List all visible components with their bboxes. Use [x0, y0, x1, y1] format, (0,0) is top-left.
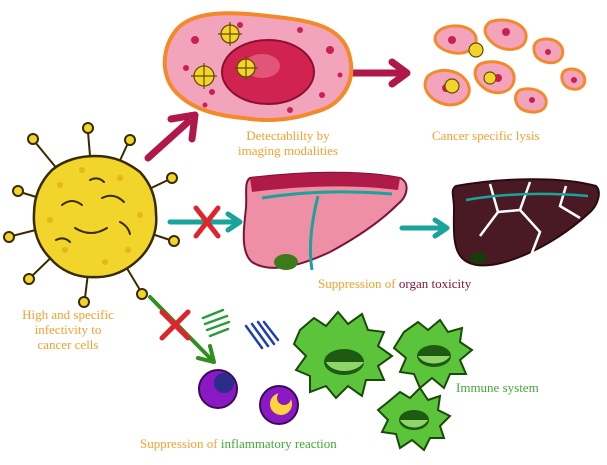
organ-toxicity-suffix: organ toxicity — [398, 276, 472, 291]
imaging-label-line2: imaging modalities — [237, 143, 338, 158]
arrow-to-imaging — [144, 111, 199, 162]
granule-cell-yellow-icon — [259, 385, 299, 425]
cytokine-icon — [201, 308, 280, 350]
lysed-cells-icon — [423, 18, 587, 114]
granule-cell-purple-icon — [198, 369, 238, 409]
organ-toxicity-prefix: Suppression of — [318, 276, 399, 291]
arrow-to-lysis — [341, 58, 411, 88]
immune-cell-icon-2 — [392, 318, 474, 390]
inflammatory-label: Suppression of inflammatory reaction — [140, 436, 337, 451]
organ-toxicity-label: Suppression of organ toxicity — [318, 276, 471, 291]
cross-liver-icon — [193, 205, 221, 239]
virus-icon — [3, 122, 180, 308]
damaged-liver-icon — [451, 178, 600, 267]
immune-cell-icon-3 — [376, 386, 452, 452]
inflammatory-prefix: Suppression of — [140, 436, 221, 451]
immune-system-label: Immune system — [456, 380, 539, 395]
infectivity-label-line1: High and specific — [22, 307, 114, 322]
cross-inflammation-icon — [159, 309, 191, 341]
infectivity-label-line3: cancer cells — [37, 337, 99, 352]
imaging-label-line1: Detectablilty by — [246, 128, 330, 143]
cancer-cell-icon — [162, 11, 354, 122]
liver-icon — [242, 171, 408, 271]
imaging-label: Detectablilty by imaging modalities — [218, 128, 358, 158]
lysis-label: Cancer specific lysis — [432, 128, 540, 143]
infectivity-label-line2: infectivity to — [34, 322, 102, 337]
inflammatory-suffix: inflammatory reaction — [220, 436, 337, 451]
infectivity-label: High and specific infectivity to cancer … — [6, 307, 130, 352]
arrow-to-damaged-liver — [399, 217, 450, 239]
immune-cell-icon — [292, 310, 394, 400]
